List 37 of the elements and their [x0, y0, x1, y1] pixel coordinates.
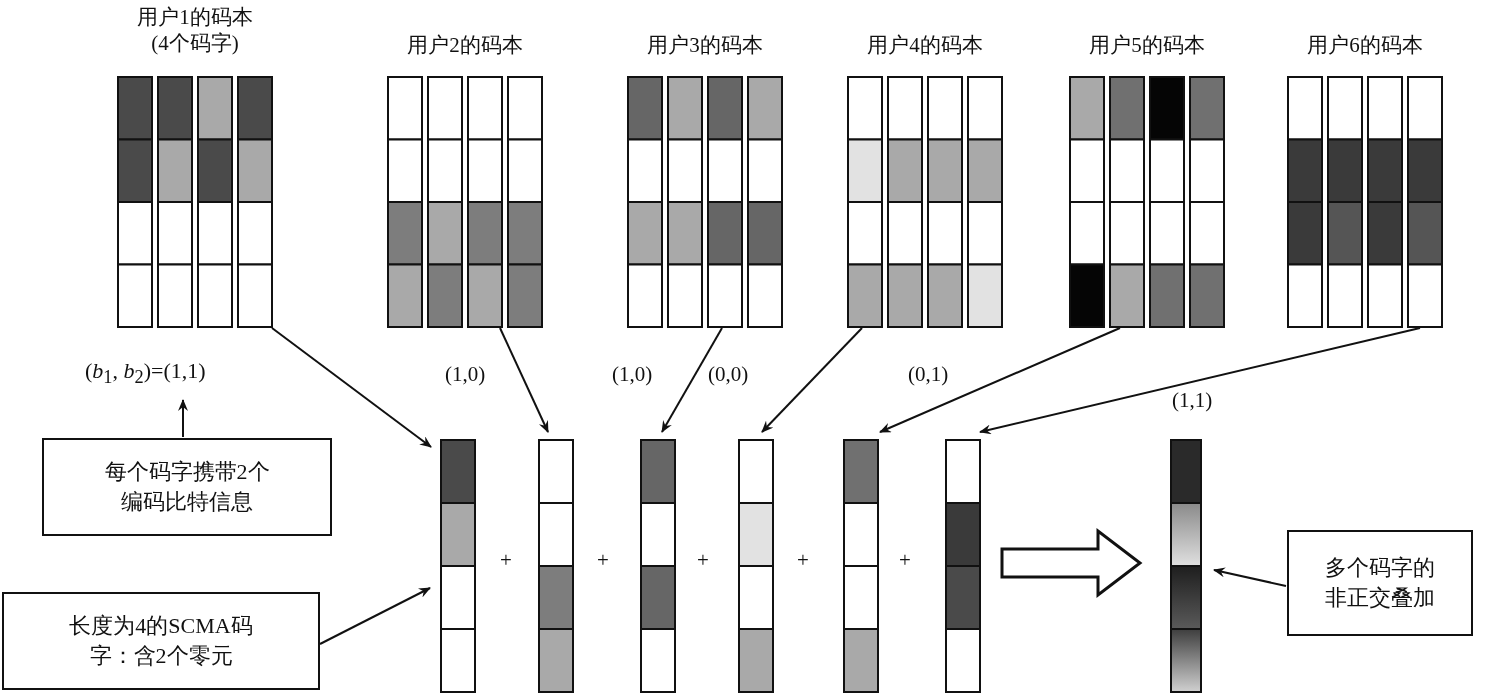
bit-label: (b$_{1}$, b$_{2}$)=(1,1)	[85, 358, 206, 389]
arrow	[1213, 567, 1287, 587]
codebook-title: 用户2的码本	[406, 32, 524, 58]
arrow	[271, 327, 432, 448]
plus-sign: +	[500, 548, 512, 573]
block-arrow	[1000, 527, 1143, 599]
codeword-bar	[640, 439, 676, 695]
note-box: 长度为4的SCMA码字：含2个零元	[2, 592, 320, 690]
codeword-bar	[738, 439, 774, 695]
codebook-title: 用户3的码本	[646, 32, 764, 58]
codebook-title: 用户5的码本	[1088, 32, 1206, 58]
plus-sign: +	[697, 548, 709, 573]
arrow	[979, 327, 1421, 435]
codeword-bar	[538, 439, 574, 695]
codeword-bar	[440, 439, 476, 695]
arrow	[178, 399, 188, 438]
note-box: 每个码字携带2个编码比特信息	[42, 438, 332, 536]
codebook-title: 用户4的码本	[866, 32, 984, 58]
bit-label: (0,0)	[708, 362, 749, 387]
arrow	[661, 327, 723, 433]
codebook-title: 用户6的码本	[1306, 32, 1424, 58]
codeword-bar	[843, 439, 879, 695]
codeword-bar	[1170, 439, 1202, 695]
plus-sign: +	[597, 548, 609, 573]
plus-sign: +	[899, 548, 911, 573]
arrow	[879, 327, 1121, 433]
codeword-bar	[945, 439, 981, 695]
arrow	[319, 587, 431, 645]
codebook-title: 用户1的码本 (4个码字)	[136, 4, 254, 56]
arrow	[761, 327, 863, 433]
bit-label: (1,0)	[612, 362, 653, 387]
bit-label: (1,0)	[445, 362, 486, 387]
plus-sign: +	[797, 548, 809, 573]
bit-label: (1,1)	[1172, 388, 1213, 413]
bit-label: (0,1)	[908, 362, 949, 387]
arrow	[499, 327, 549, 433]
note-box: 多个码字的非正交叠加	[1287, 530, 1473, 636]
